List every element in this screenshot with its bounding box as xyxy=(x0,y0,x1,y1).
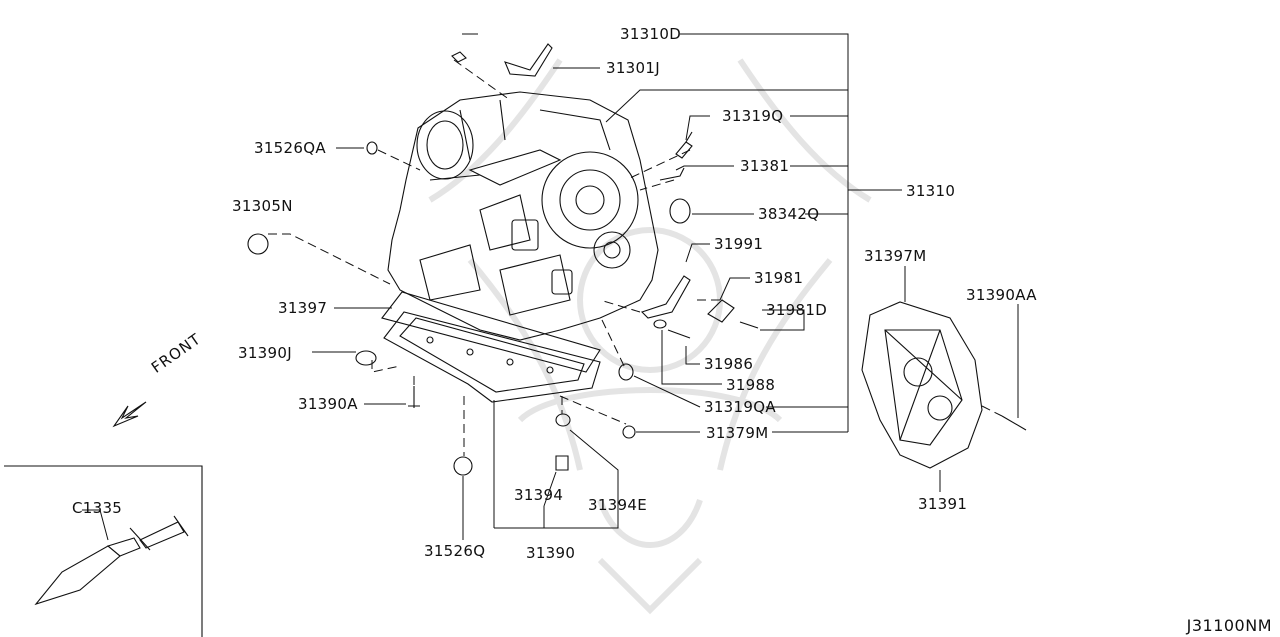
plug-31310d xyxy=(451,51,467,63)
cap-31305n xyxy=(247,233,269,255)
assembly-dash-lines xyxy=(268,59,1003,456)
c1335-box-frame xyxy=(4,465,203,637)
label-31319q[interactable]: 31319Q xyxy=(722,107,784,125)
drain-plug-31394 xyxy=(555,455,569,471)
label-31988[interactable]: 31988 xyxy=(726,376,776,394)
watermark-logo xyxy=(428,58,872,615)
label-31391[interactable]: 31391 xyxy=(918,495,968,513)
bolt-31390a xyxy=(408,386,420,408)
reference-code: J31100NM xyxy=(1186,616,1272,635)
label-31394[interactable]: 31394 xyxy=(514,486,564,504)
gasket-31397 xyxy=(381,291,601,373)
label-31526q[interactable]: 31526Q xyxy=(424,542,486,560)
label-31301j[interactable]: 31301J xyxy=(606,59,660,77)
label-31991[interactable]: 31991 xyxy=(714,235,764,253)
transmission-case-31310 xyxy=(387,91,659,341)
label-31390a[interactable]: 31390A xyxy=(298,395,358,413)
label-31310[interactable]: 31310 xyxy=(906,182,956,200)
bracket-31301j xyxy=(504,43,553,77)
pipe-31381 xyxy=(659,167,685,181)
label-31319qa[interactable]: 31319QA xyxy=(704,398,776,416)
label-31397m[interactable]: 31397M xyxy=(864,247,927,265)
sensor-31319q xyxy=(675,131,693,159)
bolt-31390aa xyxy=(1001,415,1027,431)
washer-31526qa xyxy=(366,141,378,155)
seal-38342q xyxy=(669,198,691,224)
label-31986[interactable]: 31986 xyxy=(704,355,754,373)
plug-31379m xyxy=(622,425,636,439)
label-31310d[interactable]: 31310D xyxy=(620,25,682,43)
label-31397[interactable]: 31397 xyxy=(278,299,328,317)
label-38342q[interactable]: 38342Q xyxy=(758,205,820,223)
label-31981d[interactable]: 31981D xyxy=(766,301,828,319)
side-cover-31391 xyxy=(861,301,983,469)
leader-lines xyxy=(82,33,1019,541)
label-31305n[interactable]: 31305N xyxy=(232,197,293,215)
sealant-tube-c1335 xyxy=(34,515,189,606)
bolt-31981d xyxy=(739,321,759,329)
label-31381[interactable]: 31381 xyxy=(740,157,790,175)
plug-31319qa xyxy=(618,363,634,381)
washer-31526q xyxy=(453,456,473,476)
label-31390j[interactable]: 31390J xyxy=(238,344,292,362)
label-31390aa[interactable]: 31390AA xyxy=(966,286,1037,304)
magnet-31390j xyxy=(355,350,377,366)
front-arrow-icon xyxy=(112,401,147,428)
label-31379m[interactable]: 31379M xyxy=(706,424,769,442)
label-31526qa[interactable]: 31526QA xyxy=(254,139,326,157)
sensor-31981 xyxy=(707,299,735,323)
washer-31394e xyxy=(555,413,571,427)
label-c1335[interactable]: C1335 xyxy=(72,499,123,517)
label-31390[interactable]: 31390 xyxy=(526,544,576,562)
bracket-31991 xyxy=(640,275,691,319)
oil-pan-31390 xyxy=(383,311,601,403)
pin-31986 xyxy=(667,329,691,339)
label-31394e[interactable]: 31394E xyxy=(588,496,647,514)
label-31981[interactable]: 31981 xyxy=(754,269,804,287)
clip-31988 xyxy=(653,319,667,329)
